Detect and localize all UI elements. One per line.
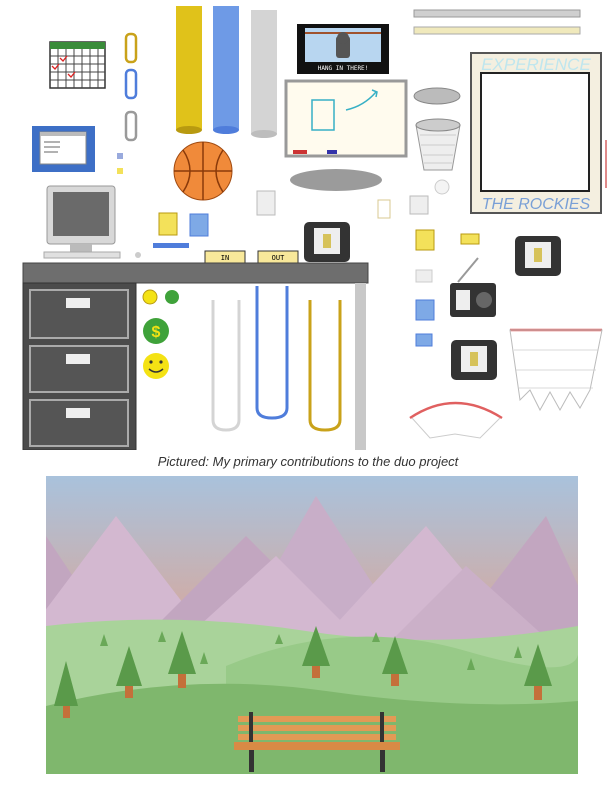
in-tray: IN bbox=[204, 250, 246, 264]
sprite-sheet: HANG IN THERE! EXPERIENCE THE ROCKIES bbox=[22, 6, 607, 450]
basketball-rim bbox=[409, 401, 503, 439]
landscape-scene bbox=[46, 476, 578, 774]
document-icons bbox=[153, 179, 480, 347]
park-bench bbox=[234, 712, 400, 772]
basketball-net bbox=[509, 328, 603, 412]
dollar-coin-symbol: $ bbox=[152, 324, 161, 341]
desktop-screen-sprite bbox=[32, 126, 95, 172]
basketball bbox=[173, 141, 233, 201]
mini-tubes bbox=[124, 32, 138, 142]
out-tray-label: OUT bbox=[272, 254, 285, 262]
smiley-icon bbox=[143, 353, 169, 379]
in-tray-label: IN bbox=[221, 254, 229, 262]
rockies-poster-title: EXPERIENCE bbox=[481, 55, 591, 74]
image-caption: Pictured: My primary contributions to th… bbox=[157, 454, 459, 469]
trees bbox=[54, 626, 552, 718]
cat-poster-caption: HANG IN THERE! bbox=[318, 65, 369, 72]
tiny-note bbox=[117, 153, 123, 159]
calendar-sprite bbox=[49, 41, 106, 89]
desk bbox=[22, 262, 369, 450]
rockies-poster: EXPERIENCE THE ROCKIES bbox=[470, 52, 607, 214]
coffee-machine bbox=[304, 222, 350, 262]
tiny-note bbox=[117, 168, 123, 174]
tall-tubes bbox=[176, 6, 277, 138]
coin-icons: $ bbox=[142, 289, 179, 344]
hanging-tubes bbox=[211, 286, 342, 432]
whiteboard bbox=[284, 79, 408, 158]
rockies-poster-subtitle: THE ROCKIES bbox=[482, 196, 591, 213]
oval-rug bbox=[290, 169, 382, 191]
wastebasket bbox=[413, 87, 461, 171]
crt-computer bbox=[43, 185, 141, 259]
coffee-machine bbox=[451, 340, 497, 380]
coffee-machine bbox=[515, 236, 561, 276]
cat-poster: HANG IN THERE! bbox=[297, 24, 389, 74]
radio bbox=[450, 257, 496, 317]
out-tray: OUT bbox=[257, 250, 299, 264]
wall-shelves bbox=[413, 9, 581, 35]
